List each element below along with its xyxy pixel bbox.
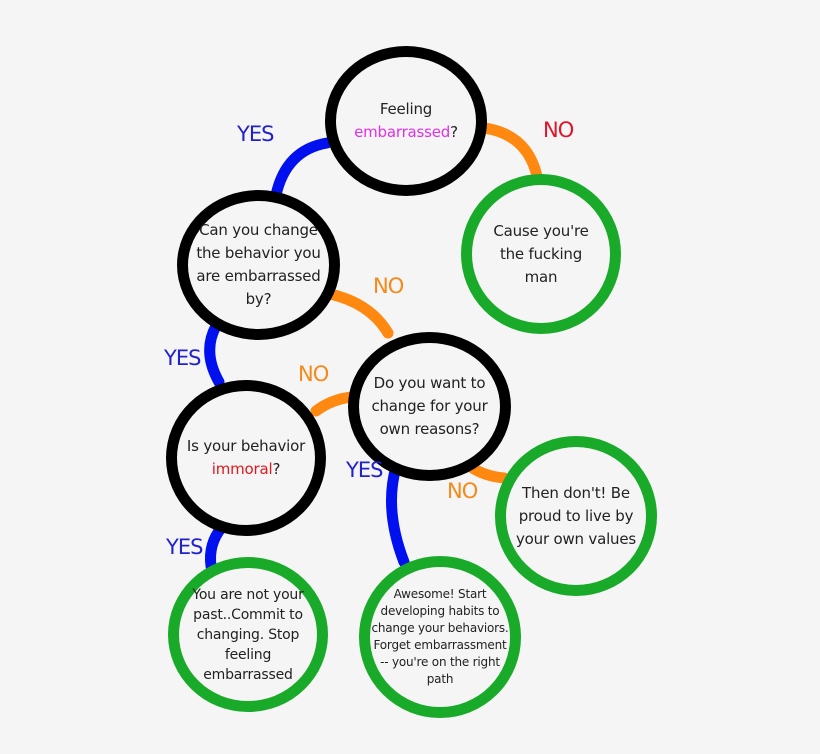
yes-label: YES xyxy=(237,122,274,146)
no-connector-3 xyxy=(310,391,358,417)
yes-label: YES xyxy=(164,346,201,370)
node-not-your-past: You are not your past..Commit to changin… xyxy=(168,557,328,712)
no-connector-1 xyxy=(478,122,543,182)
no-label: NO xyxy=(298,362,329,386)
yes-connector-4 xyxy=(205,521,228,572)
node-is-immoral: Is your behavior immoral? xyxy=(166,380,326,536)
highlight-embarrassed: embarrassed xyxy=(354,123,451,141)
no-connector-4 xyxy=(465,461,510,484)
yes-label: YES xyxy=(346,458,383,482)
node-then-dont: Then don't! Be proud to live by your own… xyxy=(495,436,657,596)
no-connector-2 xyxy=(324,288,394,339)
node-text: Feeling xyxy=(379,100,433,118)
no-label: NO xyxy=(373,274,404,298)
node-cause-youre-the-man: Cause you're the fucking man xyxy=(461,174,621,334)
yes-connector-1 xyxy=(270,137,333,201)
no-label: NO xyxy=(447,479,478,503)
yes-label: YES xyxy=(166,535,203,559)
no-label: NO xyxy=(543,118,574,142)
yes-connector-3 xyxy=(386,461,410,568)
yes-connector-2 xyxy=(204,320,225,388)
highlight-immoral: immoral xyxy=(211,460,273,478)
node-can-you-change: Can you change the behavior you are emba… xyxy=(177,190,340,340)
node-want-to-change: Do you want to change for your own reaso… xyxy=(348,332,511,481)
node-awesome: Awesome! Start developing habits to chan… xyxy=(359,556,521,718)
node-feeling-embarrassed: Feeling embarrassed? xyxy=(325,46,487,196)
